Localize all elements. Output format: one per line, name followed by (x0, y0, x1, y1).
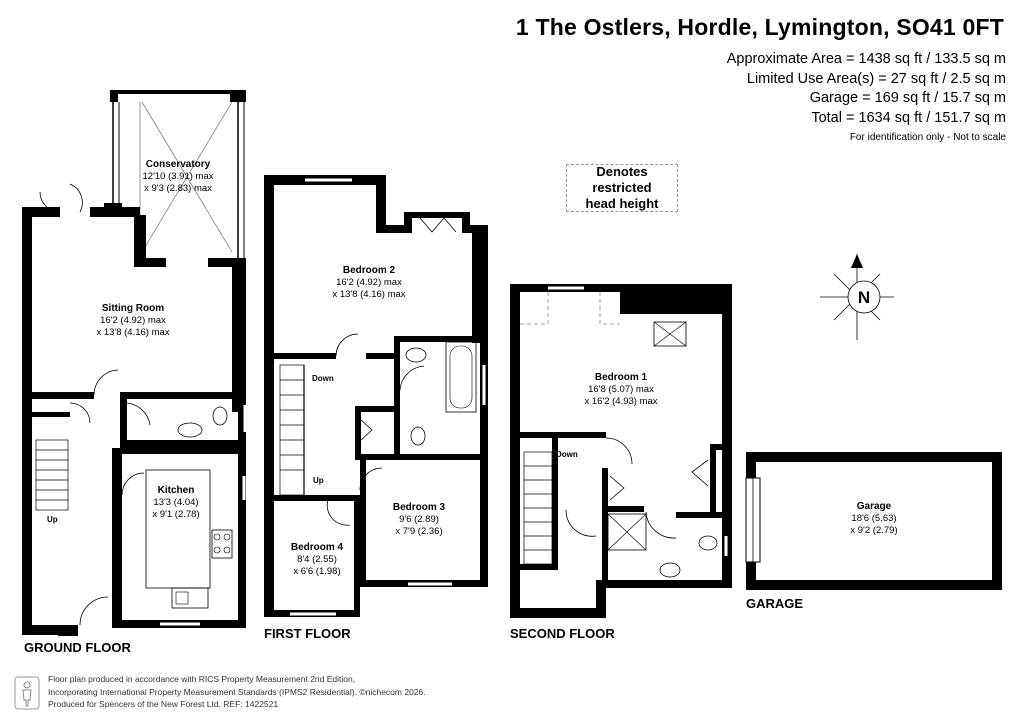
room-dim: 16'2 (4.92) max (336, 277, 402, 288)
room-name: Bedroom 2 (342, 265, 396, 276)
stairs-up-label: Up (313, 476, 324, 485)
stairs-down-label: Down (556, 450, 578, 459)
total-area: Total = 1634 sq ft / 151.7 sq m (811, 109, 1006, 126)
room-dim: 16'2 (4.92) max (100, 315, 166, 326)
footer-credits: Floor plan produced in accordance with R… (48, 673, 426, 711)
room-dim: x 16'2 (4.93) max (584, 396, 658, 407)
room-label-bedroom-1: Bedroom 1 16'8 (5.07) max x 16'2 (4.93) … (584, 372, 657, 408)
second-floor-plan (510, 284, 732, 618)
limited-use-area: Limited Use Area(s) = 27 sq ft / 2.5 sq … (746, 70, 1006, 87)
area-summary: Approximate Area = 1438 sq ft / 133.5 sq… (727, 50, 1006, 146)
footer-line-1: Floor plan produced in accordance with R… (48, 674, 356, 684)
approximate-area: Approximate Area = 1438 sq ft / 133.5 sq… (726, 51, 1006, 67)
room-dim: x 6'6 (1.98) (293, 566, 341, 577)
room-label-sitting-room: Sitting Room 16'2 (4.92) max x 13'8 (4.1… (96, 303, 169, 339)
property-address: 1 The Ostlers, Hordle, Lymington, SO41 0… (515, 14, 1004, 40)
garage-plan (745, 452, 1002, 590)
room-dim: 13'3 (4.04) (153, 497, 199, 508)
room-name: Bedroom 3 (392, 502, 446, 513)
room-label-garage: Garage 18'6 (5.63) x 9'2 (2.79) (850, 501, 897, 537)
room-dim: 9'6 (2.89) (399, 514, 439, 525)
scale-note: For identification only - Not to scale (849, 132, 1006, 143)
room-name: Bedroom 4 (290, 542, 344, 553)
legend-line-1: Denotes restricted (592, 164, 652, 195)
room-name: Garage (856, 501, 892, 512)
room-dim: x 7'9 (2.36) (395, 526, 443, 537)
first-floor-plan (264, 175, 488, 617)
room-dim: x 9'3 (2.83) max (144, 183, 212, 194)
room-dim: 18'6 (5.63) (851, 513, 897, 524)
floor-label-second: SECOND FLOOR (510, 626, 615, 641)
floor-label-first: FIRST FLOOR (264, 626, 351, 641)
legend-line-2: head height (585, 196, 659, 211)
stairs-down-label: Down (312, 374, 334, 383)
room-name: Kitchen (157, 485, 195, 496)
footer-line-2: Incorporating International Property Mea… (48, 686, 426, 697)
room-dim: x 13'8 (4.16) max (96, 327, 170, 338)
ground-floor-plan (22, 90, 247, 636)
room-label-bedroom-3: Bedroom 3 9'6 (2.89) x 7'9 (2.36) (393, 502, 445, 538)
room-name: Conservatory (145, 159, 211, 170)
room-dim: 12'10 (3.91) max (142, 171, 214, 182)
room-dim: 8'4 (2.55) (297, 554, 337, 565)
floor-label-ground: GROUND FLOOR (24, 640, 131, 655)
room-label-kitchen: Kitchen 13'3 (4.04) x 9'1 (2.78) (152, 485, 199, 521)
room-label-bedroom-2: Bedroom 2 16'2 (4.92) max x 13'8 (4.16) … (332, 265, 405, 301)
person-icon (14, 676, 40, 710)
room-label-conservatory: Conservatory 12'10 (3.91) max x 9'3 (2.8… (143, 159, 214, 195)
room-dim: 16'8 (5.07) max (588, 384, 654, 395)
compass-letter: N (858, 288, 870, 307)
room-name: Bedroom 1 (594, 372, 648, 383)
room-label-bedroom-4: Bedroom 4 8'4 (2.55) x 6'6 (1.98) (291, 542, 343, 578)
floor-label-garage: GARAGE (746, 596, 804, 611)
garage-area: Garage = 169 sq ft / 15.7 sq m (809, 90, 1006, 106)
room-dim: x 9'1 (2.78) (152, 509, 200, 520)
stairs-up-label: Up (47, 515, 58, 524)
room-dim: x 13'8 (4.16) max (332, 289, 406, 300)
room-name: Sitting Room (101, 303, 165, 314)
compass-rose (820, 254, 894, 340)
footer-line-3: Produced for Spencers of the New Forest … (48, 699, 279, 709)
room-dim: x 9'2 (2.79) (850, 525, 898, 536)
